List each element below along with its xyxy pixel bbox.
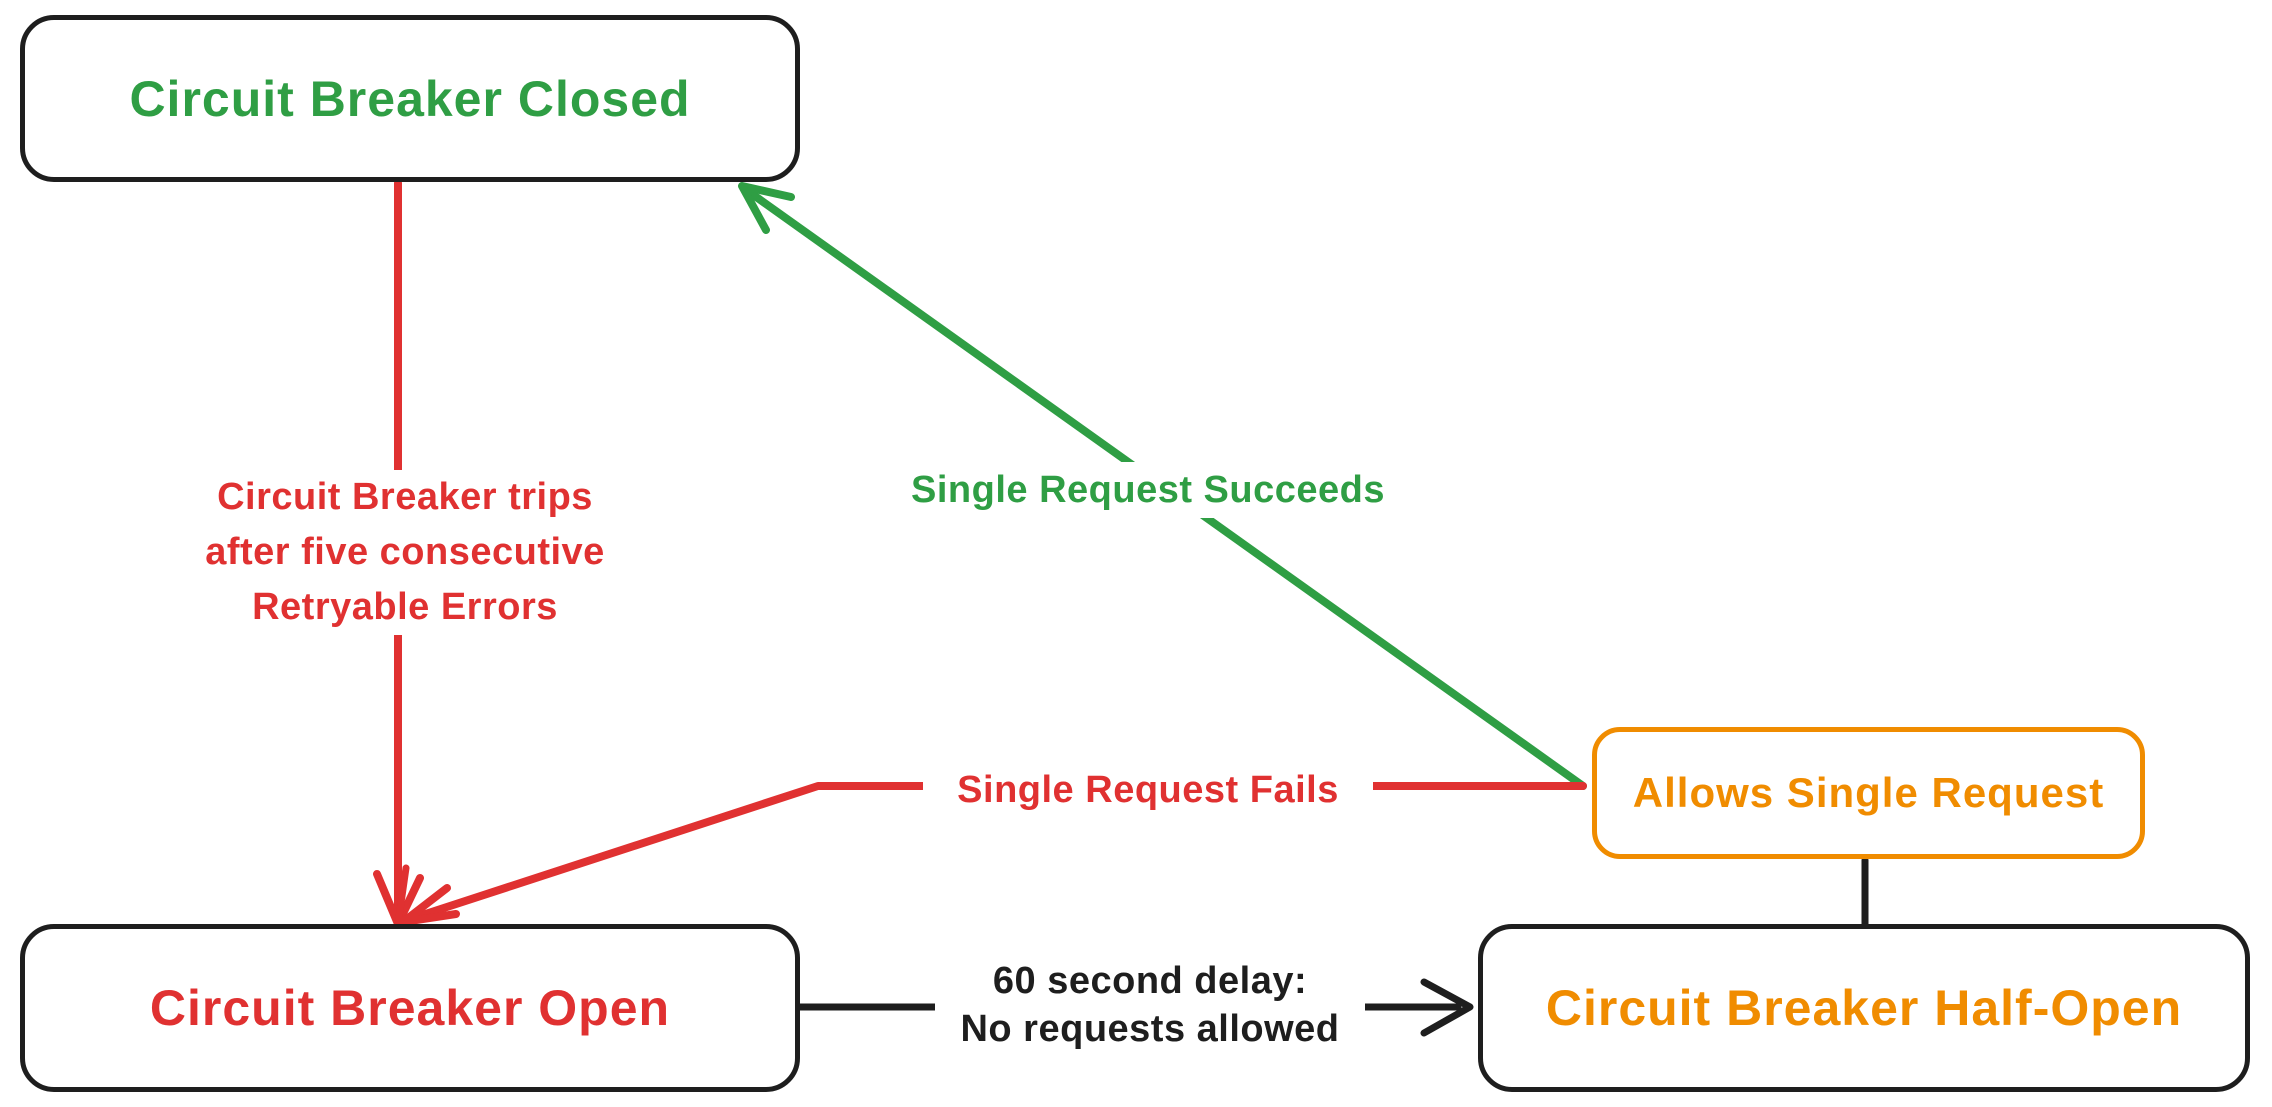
node-allows-label: Allows Single Request [1632,769,2105,816]
node-circuit-breaker-half-open: Circuit Breaker Half-Open [1478,924,2250,1092]
edge-label-succeeds: Single Request Succeeds [898,462,1398,518]
node-half-open-label: Circuit Breaker Half-Open [1545,980,2183,1036]
edge-trips-arrowhead-barb [394,864,410,928]
edge-label-trips-line3: Retryable Errors [252,586,558,628]
node-allows-single-request: Allows Single Request [1592,727,2145,859]
node-circuit-breaker-closed: Circuit Breaker Closed [20,15,800,182]
edge-succeeds-arrowhead [738,182,795,234]
edge-label-trips: Circuit Breaker trips after five consecu… [170,470,640,635]
edge-label-trips-line1: Circuit Breaker trips [217,476,593,518]
edge-delay-arrowhead [1420,978,1474,1037]
edge-fails-arrowhead [399,884,460,926]
edge-label-trips-line2: after five consecutive [205,531,605,573]
edge-label-delay-line1: 60 second delay: [992,960,1308,1002]
node-open-label: Circuit Breaker Open [149,980,671,1036]
node-closed-label: Circuit Breaker Closed [129,70,691,127]
edge-label-delay-line2: No requests allowed [960,1008,1340,1050]
edge-label-delay: 60 second delay: No requests allowed [935,957,1365,1053]
node-circuit-breaker-open: Circuit Breaker Open [20,924,800,1092]
edge-label-fails: Single Request Fails [923,762,1373,818]
